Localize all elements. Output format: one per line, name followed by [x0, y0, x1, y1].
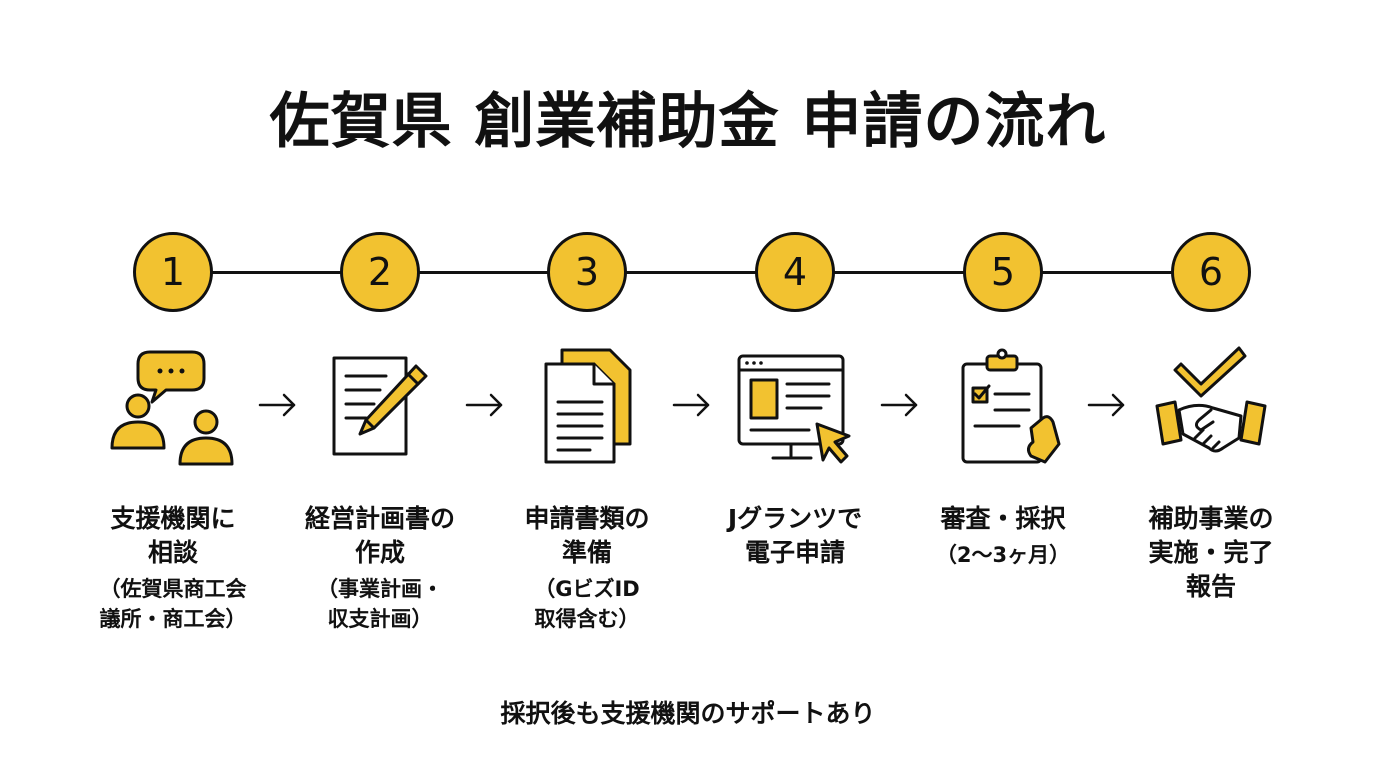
step-number-circle: 5	[963, 232, 1043, 312]
computer-monitor-cursor-icon	[725, 344, 865, 474]
step-1-description: 支援機関に 相談 （佐賀県商工会 議所・商工会）	[73, 502, 273, 634]
step-sub-line: 取得含む）	[534, 607, 640, 631]
step-sub-line: （事業計画・	[317, 577, 443, 601]
consultation-people-icon	[104, 344, 244, 474]
step-number-circle: 6	[1171, 232, 1251, 312]
step-3-description: 申請書類の 準備 （GビズID 取得含む）	[487, 502, 687, 634]
step-number-circle: 4	[755, 232, 835, 312]
step-label-line: 支援機関に	[110, 504, 236, 533]
step-label-line: 申請書類の	[524, 504, 650, 533]
step-label-line: 実施・完了	[1148, 538, 1274, 567]
flow-arrow-icon	[463, 385, 507, 425]
document-pen-icon	[310, 344, 450, 474]
flow-arrow-icon	[256, 385, 300, 425]
flow-arrow-icon	[670, 385, 714, 425]
step-sub-line: 議所・商工会）	[99, 607, 247, 631]
step-4-description: Jグランツで 電子申請	[695, 502, 895, 570]
step-label-line: 電子申請	[744, 538, 845, 567]
page-title: 佐賀県 創業補助金 申請の流れ	[269, 87, 1107, 157]
step-label-line: 報告	[1185, 572, 1236, 601]
step-number-circle: 1	[133, 232, 213, 312]
flow-arrow-icon	[1085, 385, 1129, 425]
step-label-line: 審査・採択	[940, 504, 1066, 533]
clipboard-checklist-icon	[933, 344, 1073, 474]
handshake-check-icon	[1141, 344, 1281, 474]
step-sub-line: 収支計画）	[327, 607, 433, 631]
step-label-line: 相談	[147, 538, 198, 567]
flow-arrow-icon	[878, 385, 922, 425]
timeline-connector	[174, 271, 1211, 274]
step-sub-line: （2〜3ヶ月）	[935, 543, 1071, 567]
step-sub-line: （佐賀県商工会	[99, 577, 247, 601]
step-label-line: 経営計画書の	[304, 504, 455, 533]
footer-note: 採択後も支援機関のサポートあり	[500, 699, 876, 728]
step-label-line: Jグランツで	[727, 504, 863, 533]
step-2-description: 経営計画書の 作成 （事業計画・ 収支計画）	[280, 502, 480, 634]
documents-stack-icon	[518, 344, 658, 474]
step-6-description: 補助事業の 実施・完了 報告	[1111, 502, 1311, 604]
step-label-line: 準備	[561, 538, 612, 567]
step-label-line: 作成	[354, 538, 405, 567]
step-number-circle: 3	[547, 232, 627, 312]
step-number-circle: 2	[340, 232, 420, 312]
step-sub-line: （GビズID	[534, 577, 640, 601]
step-5-description: 審査・採択 （2〜3ヶ月）	[903, 502, 1103, 570]
step-label-line: 補助事業の	[1148, 504, 1274, 533]
